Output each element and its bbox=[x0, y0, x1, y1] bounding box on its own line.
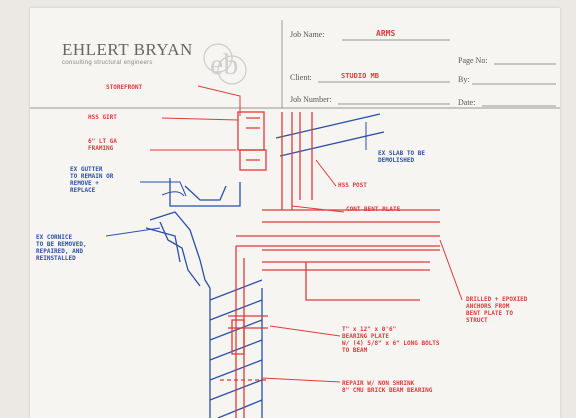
logo-monogram: eb bbox=[210, 48, 238, 81]
job-name-label: Job Name: bbox=[290, 30, 325, 39]
page-no-label: Page No: bbox=[458, 56, 488, 65]
existing-construction bbox=[145, 113, 385, 418]
firm-logo: eb bbox=[203, 43, 247, 85]
anchors-note: DRILLED + EPOXIED ANCHORS FROM BENT PLAT… bbox=[466, 296, 528, 324]
cornice-note: EX CORNICE TO BE REMOVED, REPAIRED, AND … bbox=[36, 234, 87, 262]
client-value: STUDIO MB bbox=[341, 72, 379, 80]
bent-plate-note: CONT BENT PLATE bbox=[346, 206, 401, 213]
title-block-lines bbox=[30, 20, 560, 109]
bearing-repair-note: REPAIR W/ NON SHRINK 8" CMU BRICK BEAM B… bbox=[342, 380, 433, 394]
slab-note: EX SLAB TO BE DEMOLISHED bbox=[378, 150, 425, 164]
hss-girt-note: HSS GIRT bbox=[88, 114, 117, 121]
paper-page bbox=[30, 8, 560, 418]
by-label: By: bbox=[458, 75, 470, 84]
hss-post-note: HSS POST bbox=[338, 182, 367, 189]
new-construction bbox=[220, 111, 440, 418]
client-label: Client: bbox=[290, 73, 312, 82]
gutter-note: EX GUTTER TO REMAIN OR REMOVE + REPLACE bbox=[70, 166, 114, 194]
framing-note: 6" LT GA FRAMING bbox=[88, 138, 117, 152]
bearing-plate-note: T" x 12" x 0'6" BEARING PLATE W/ (4) 5/8… bbox=[342, 326, 440, 354]
firm-tagline: consulting structural engineers bbox=[62, 60, 153, 66]
job-number-label: Job Number: bbox=[290, 95, 332, 104]
storefront-note: STOREFRONT bbox=[106, 84, 143, 91]
firm-name: EHLERT BRYAN bbox=[62, 40, 193, 59]
job-name-value: ARMS bbox=[376, 29, 396, 38]
date-label: Date: bbox=[458, 98, 476, 107]
leader-lines bbox=[105, 85, 463, 383]
